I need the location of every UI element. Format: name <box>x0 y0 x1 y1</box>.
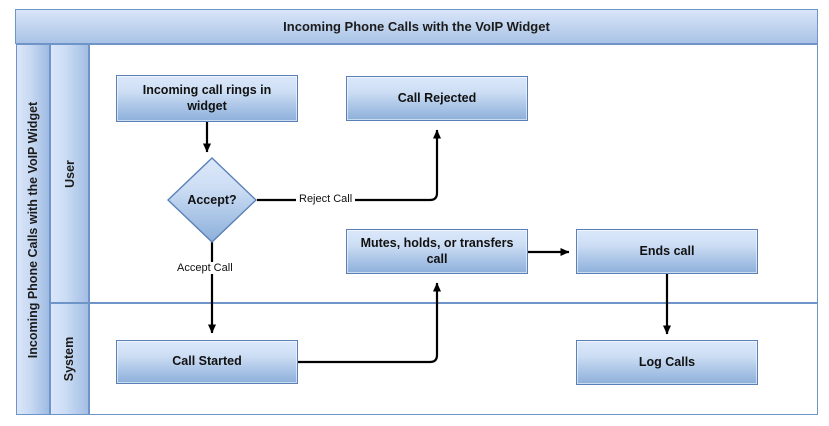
lane-label-user: User <box>50 44 89 303</box>
lane-label-system: System <box>50 303 89 415</box>
edge-label-reject-call: Reject Call <box>296 193 356 205</box>
node-accept-decision[interactable]: Accept? <box>167 157 257 243</box>
node-call-rejected[interactable]: Call Rejected <box>346 76 528 121</box>
node-call-started-label: Call Started <box>172 354 242 369</box>
node-incoming-call[interactable]: Incoming call rings in widget <box>116 75 298 122</box>
pool-title-bar: Incoming Phone Calls with the VoIP Widge… <box>15 9 818 44</box>
lane-label-system-text: System <box>62 336 77 382</box>
node-mutes-holds-transfers-label: Mutes, holds, or transfers call <box>360 235 514 266</box>
node-call-rejected-label: Call Rejected <box>397 90 477 105</box>
lane-label-user-text: User <box>62 159 77 188</box>
pool-title-text: Incoming Phone Calls with the VoIP Widge… <box>283 19 550 34</box>
node-log-calls-label: Log Calls <box>638 354 696 369</box>
node-incoming-call-label: Incoming call rings in widget <box>142 82 272 113</box>
edge-label-accept-call: Accept Call <box>174 262 236 274</box>
node-log-calls[interactable]: Log Calls <box>576 340 758 385</box>
diamond-shape-icon <box>167 157 257 243</box>
node-call-started[interactable]: Call Started <box>116 340 298 384</box>
pool-vertical-label-text: Incoming Phone Calls with the VoIP Widge… <box>26 101 41 358</box>
node-accept-decision-label: Accept? <box>187 193 237 207</box>
node-ends-call[interactable]: Ends call <box>576 229 758 274</box>
node-ends-call-label: Ends call <box>639 243 695 258</box>
pool-vertical-label: Incoming Phone Calls with the VoIP Widge… <box>16 44 50 415</box>
node-mutes-holds-transfers[interactable]: Mutes, holds, or transfers call <box>346 229 528 274</box>
